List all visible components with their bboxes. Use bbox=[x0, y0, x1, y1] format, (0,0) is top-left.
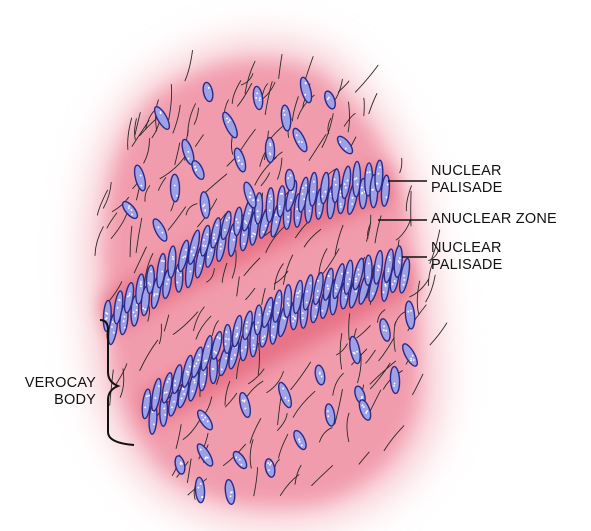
label-line: BODY bbox=[10, 392, 96, 409]
label-anuclear-zone: ANUCLEAR ZONE bbox=[431, 211, 557, 228]
label-nuclear-palisade-top: NUCLEAR PALISADE bbox=[431, 163, 502, 197]
label-line: VEROCAY bbox=[10, 375, 96, 392]
label-nuclear-palisade-bottom: NUCLEAR PALISADE bbox=[431, 240, 502, 274]
spindle-nucleus bbox=[170, 174, 180, 202]
label-line: PALISADE bbox=[431, 257, 502, 274]
label-line: ANUCLEAR ZONE bbox=[431, 211, 557, 228]
fiber-strand bbox=[364, 98, 365, 116]
label-line: NUCLEAR bbox=[431, 240, 502, 257]
fiber-strand bbox=[355, 65, 378, 92]
label-verocay-body: VEROCAY BODY bbox=[10, 375, 96, 409]
spindle-nucleus bbox=[223, 324, 231, 353]
spindle-nucleus bbox=[265, 137, 275, 162]
label-line: PALISADE bbox=[431, 180, 502, 197]
label-line: NUCLEAR bbox=[431, 163, 502, 180]
